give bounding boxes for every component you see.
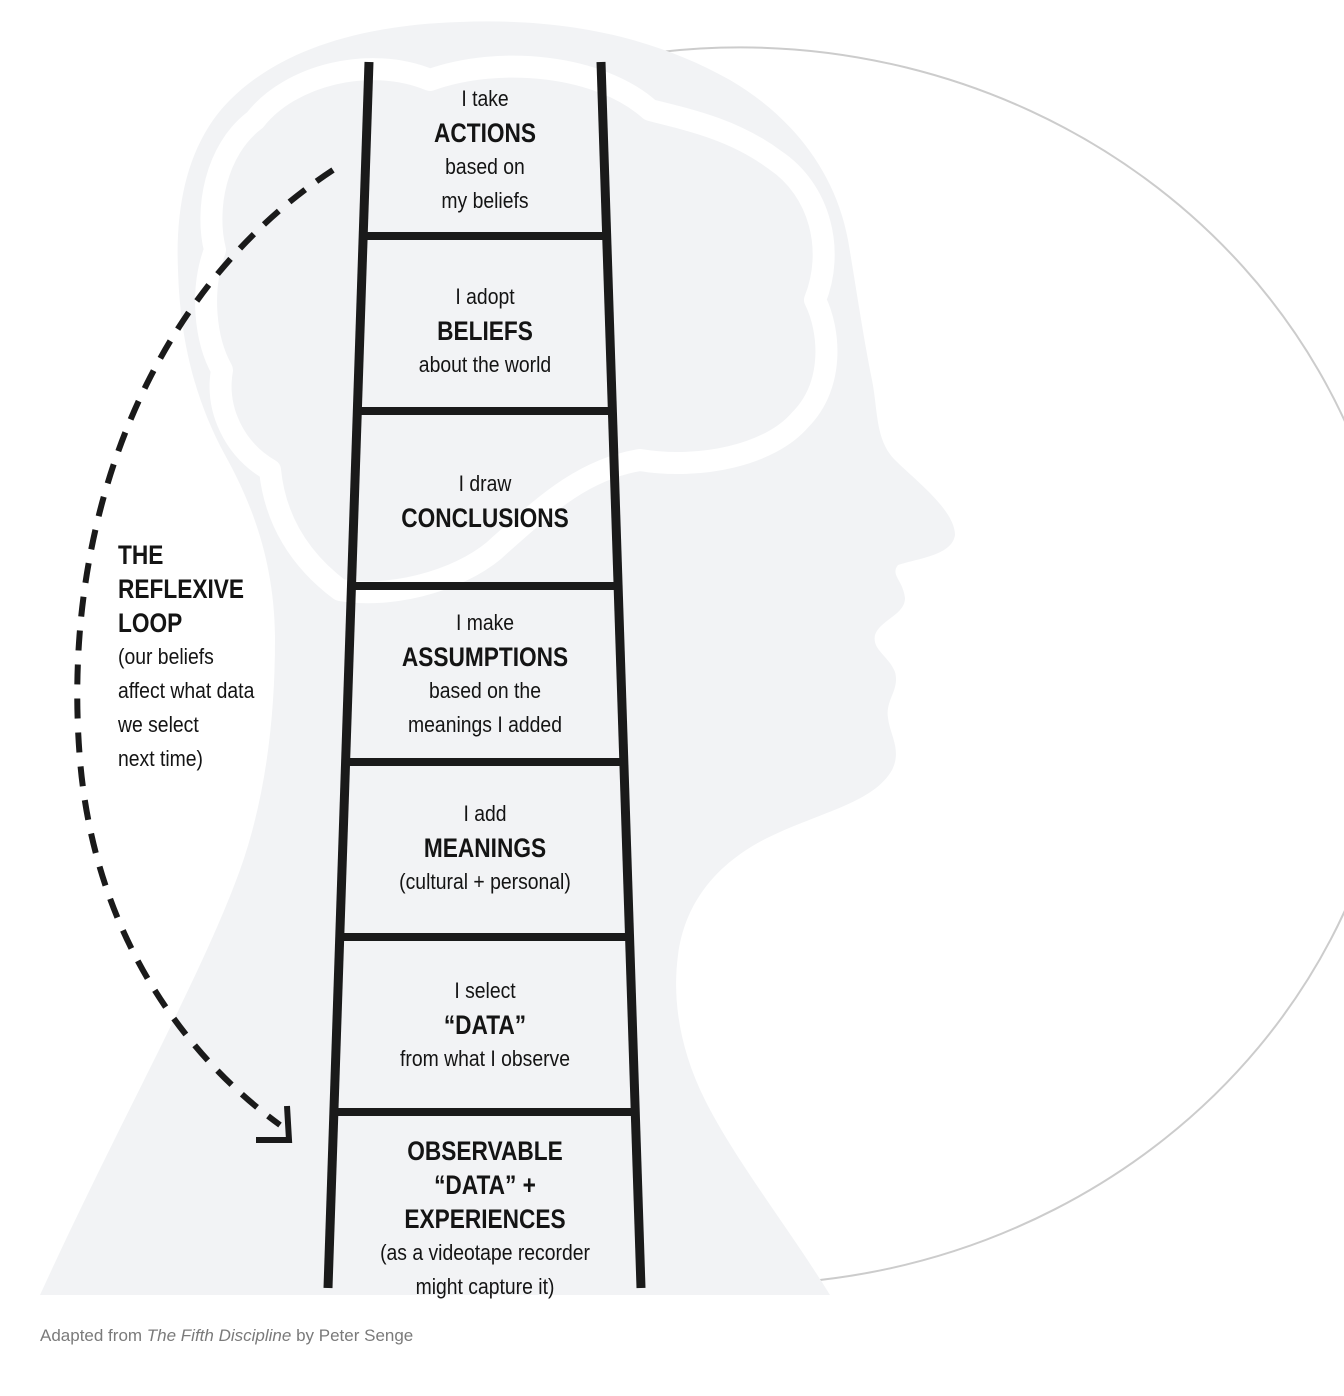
rung-keyword: MEANINGS (423, 833, 547, 863)
loop-body-line: next time) (118, 746, 204, 771)
rung-keyword: ASSUMPTIONS (401, 642, 569, 672)
head-silhouette (40, 21, 955, 1296)
credit-suffix: by Peter Senge (291, 1326, 414, 1345)
rung-keyword: OBSERVABLE (407, 1136, 563, 1166)
rung-line: based on the (429, 678, 541, 703)
rung-meanings: I add MEANINGS (cultural + personal) (365, 797, 605, 899)
rung-line: from what I observe (399, 1046, 571, 1071)
credit-book-title: The Fifth Discipline (146, 1326, 292, 1345)
rung-keyword: BELIEFS (437, 316, 533, 346)
rung-keyword: “DATA” (443, 1010, 527, 1040)
rung-line: about the world (418, 352, 552, 377)
rung-keyword: CONCLUSIONS (401, 503, 569, 533)
rung-line: I draw (458, 471, 512, 496)
rung-line: meanings I added (408, 712, 562, 737)
background-circle-arc (659, 46, 1344, 1281)
credit-prefix: Adapted from (40, 1326, 147, 1345)
rung-keyword: ACTIONS (433, 118, 537, 148)
rung-line: my beliefs (441, 188, 529, 213)
loop-body-line: affect what data (118, 678, 255, 703)
loop-body-line: we select (118, 712, 199, 737)
rung-line: I make (455, 610, 515, 635)
loop-body-line: (our beliefs (118, 644, 214, 669)
loop-title-line: THE (118, 540, 164, 570)
arrowhead-icon (256, 1105, 293, 1143)
reflexive-loop-arrow (74, 167, 335, 1128)
rung-line: I take (461, 86, 509, 111)
rung-conclusions: I draw CONCLUSIONS (385, 467, 585, 535)
rung-line: I select (454, 978, 516, 1003)
ladder-left-rail (323, 61, 374, 1289)
rung-assumptions: I make ASSUMPTIONS based on the meanings… (385, 606, 585, 742)
loop-title-line: REFLEXIVE (118, 574, 245, 604)
rung-keyword: “DATA” + EXPERIENCES (404, 1170, 566, 1234)
rung-line: (cultural + personal) (399, 869, 571, 894)
rung-line: I adopt (455, 284, 515, 309)
rung-actions: I take ACTIONS based on my beliefs (385, 82, 585, 218)
rung-data: I select “DATA” from what I observe (365, 974, 605, 1076)
rung-beliefs: I adopt BELIEFS about the world (385, 280, 585, 382)
source-credit: Adapted from The Fifth Discipline by Pet… (40, 1326, 413, 1346)
rung-line: I add (463, 801, 507, 826)
brain-outline (195, 55, 838, 604)
loop-title-line: LOOP (118, 608, 183, 638)
rung-line: (as a videotape recorder (380, 1240, 590, 1265)
rung-line: might capture it) (415, 1274, 555, 1299)
reflexive-loop-label: THE REFLEXIVE LOOP (our beliefs affect w… (118, 538, 318, 776)
rung-line: based on (445, 154, 525, 179)
ladder-right-rail (596, 61, 646, 1289)
rung-observable: OBSERVABLE “DATA” + EXPERIENCES (as a vi… (345, 1134, 625, 1304)
